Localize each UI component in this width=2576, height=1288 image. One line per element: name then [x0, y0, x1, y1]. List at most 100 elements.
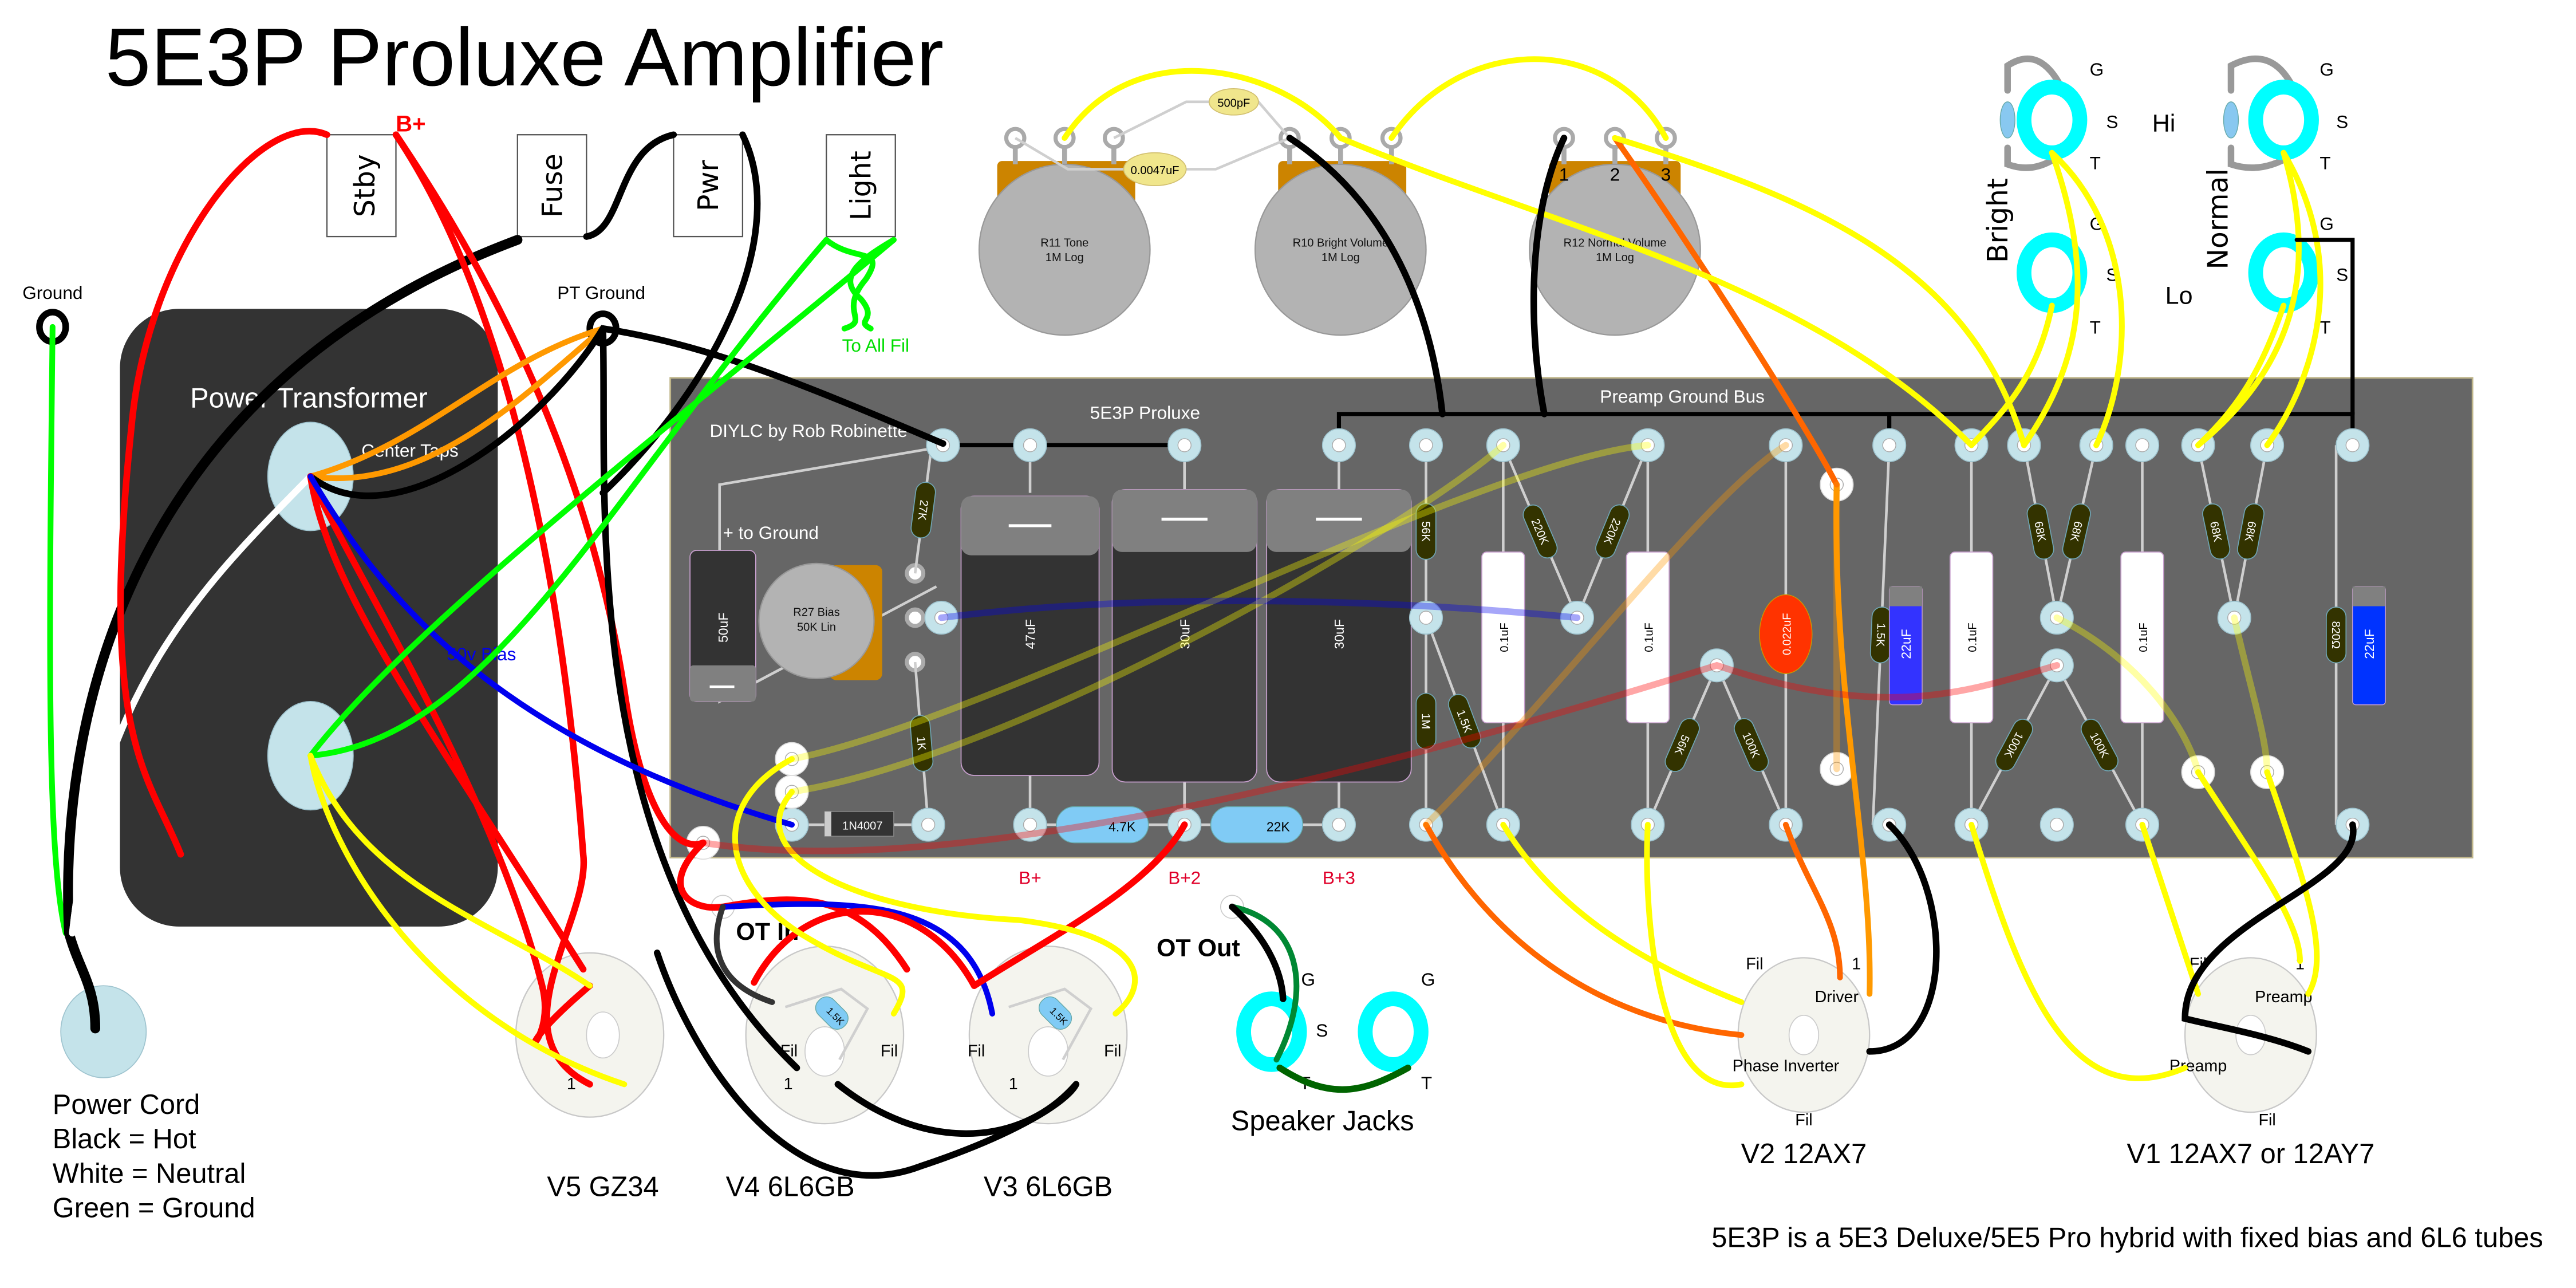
socket-v5-pin1: 1 — [567, 1075, 576, 1093]
power-switch-body[interactable] — [673, 134, 744, 238]
jack-lug-g: G — [2319, 59, 2334, 80]
bias-pot[interactable]: R27 Bias 50K Lin — [758, 562, 926, 680]
under-board-wire — [788, 442, 1651, 763]
grid-resistor-normal — [2223, 101, 2239, 139]
b-plus-2-node-label: B+2 — [1168, 867, 1201, 888]
fuse-holder[interactable]: Fuse — [516, 134, 587, 238]
jack-ring[interactable] — [2248, 232, 2319, 313]
pi-grid-wire — [1423, 822, 1745, 1038]
filter-cap-47uf: 47uF — [960, 445, 1100, 825]
under-board-wire — [700, 661, 2061, 854]
bias-pot-body[interactable] — [758, 562, 875, 679]
socket-v3[interactable]: Fil Fil 1 1.5K — [968, 946, 1128, 1125]
ground-bus-label: Preamp Ground Bus — [1600, 386, 1765, 407]
pilot-light[interactable]: Light — [826, 134, 896, 238]
lo-label: Lo — [2165, 282, 2193, 310]
bias-resistor-1k-value: 1K — [914, 736, 928, 751]
dropping-resistor-22k: 22K — [1184, 806, 1339, 844]
v1-plate-wire — [1969, 822, 2188, 1081]
jack-lug-t: T — [2090, 152, 2101, 173]
filter-cap-1-value: 47uF — [1023, 619, 1038, 649]
power-cord-grommet — [60, 985, 147, 1078]
pot-ground-wire — [1286, 135, 1446, 417]
tone-cap-0047uf-label: 0.0047uF — [1131, 164, 1179, 177]
jack-normal-lo[interactable]: G S T — [2248, 214, 2348, 338]
power-cord-legend: Power Cord Black = Hot White = Neutral G… — [53, 1089, 255, 1224]
socket-v4[interactable]: Fil Fil 1 1.5K — [745, 946, 905, 1125]
speaker-jack-1-ring[interactable] — [1236, 991, 1307, 1072]
filter-cap-30uf-a: 30uF — [1111, 445, 1257, 825]
power-switch-label: Pwr — [692, 160, 725, 211]
jack-lug-s: S — [2106, 112, 2118, 132]
pot-normal-body[interactable] — [1529, 163, 1701, 336]
under-board-wire — [2053, 614, 2202, 775]
pot-bright-value: 1M Log — [1321, 251, 1360, 264]
v2-plate-wire — [1644, 822, 1745, 1089]
filament-wire — [307, 237, 897, 759]
ht-wire — [307, 473, 593, 1045]
filter-cap-2-value: 30uF — [1177, 619, 1192, 649]
speaker-jacks-label: Speaker Jacks — [1231, 1106, 1414, 1137]
hv-wire-b-plus-board — [392, 131, 707, 848]
resistor-1-5k: 1.5K — [1425, 617, 1505, 825]
bias-note: + to Ground — [723, 522, 819, 543]
standby-switch[interactable]: Stby — [326, 134, 397, 238]
v1-cathode-resistor: 820Ω — [2326, 445, 2347, 825]
normal-label: Normal — [2202, 168, 2235, 269]
fuse-holder-body[interactable] — [516, 134, 587, 238]
resistor-56k: 56K — [1415, 445, 1437, 618]
socket-v2[interactable]: Fil 1 Driver Phase Inverter Fil — [1733, 955, 1871, 1129]
jack-lug-t: T — [1421, 1073, 1432, 1093]
input-wire — [2195, 149, 2302, 448]
socket-v2-phase-inverter-label: Phase Inverter — [1733, 1057, 1840, 1075]
grid-wire — [776, 789, 1138, 1017]
socket-v3-pin1: 1 — [1009, 1075, 1018, 1093]
pot-bright-volume[interactable]: R10 Bright Volume 1M Log — [1254, 127, 1427, 336]
bias-pot-lug-2 — [905, 607, 926, 628]
speaker-jack-2[interactable]: G T — [1358, 969, 1435, 1093]
dropping-resistor-4k7: 4.7K — [1030, 806, 1185, 844]
power-cord-line: Green = Ground — [53, 1193, 255, 1224]
socket-v1-fil-bottom: Fil — [2258, 1111, 2275, 1129]
jack-lug-g: G — [1421, 969, 1435, 990]
pot-tone[interactable]: R11 Tone 1M Log — [978, 127, 1151, 336]
jack-lug-g: G — [2319, 214, 2334, 234]
v2-cathode-resistor-value: 1.5K — [1873, 623, 1887, 648]
filament-wire — [307, 237, 830, 759]
v1-cathode-cap-value: 22uF — [2362, 629, 2377, 659]
power-switch[interactable]: Pwr — [673, 134, 744, 238]
standby-switch-body[interactable] — [326, 134, 397, 238]
bias-resistor-27k: 27K — [910, 446, 936, 574]
tube-v3-label: V3 6L6GB — [984, 1171, 1113, 1202]
v1-plate-resistor-d: 68K — [2232, 444, 2269, 619]
pot-bright-name: R10 Bright Volume — [1293, 237, 1388, 249]
pi-resistor-100k: 100K — [1715, 664, 1787, 825]
speaker-jack-2-ring[interactable] — [1358, 991, 1429, 1072]
ot-plate-wire — [713, 904, 775, 1005]
jack-ring[interactable] — [2248, 80, 2319, 160]
hot-wire — [63, 235, 523, 1034]
hv-wire-standby — [117, 128, 330, 858]
ground-label: Ground — [22, 282, 82, 303]
speaker-tip-link-wire — [1276, 1064, 1411, 1093]
b-plus-label: B+ — [396, 111, 425, 136]
bias-pot-name: R27 Bias — [793, 606, 839, 619]
power-transformer-body — [120, 309, 498, 927]
pot-bright-body[interactable] — [1254, 163, 1427, 336]
pi-cap-value: 0.022uF — [1781, 613, 1793, 655]
socket-v2-pin1: 1 — [1852, 955, 1861, 973]
pilot-light-body[interactable] — [826, 134, 896, 238]
socket-v4-fil-right: Fil — [881, 1042, 898, 1061]
bright-volume-wire — [1338, 135, 1975, 448]
resistor-1m-value: 1M — [1419, 713, 1431, 729]
center-tap-wire — [307, 325, 606, 479]
pot-tone-body[interactable] — [978, 163, 1151, 336]
jack-ring[interactable] — [2017, 80, 2088, 160]
speaker-ground-wire — [1229, 903, 1287, 1002]
under-board-wire — [1422, 442, 1789, 828]
jack-ring[interactable] — [2017, 232, 2088, 313]
driver-plate-wire — [1782, 822, 1843, 980]
hi-label: Hi — [2152, 109, 2176, 137]
input-ground-wire — [2294, 238, 2355, 416]
pot-normal-value: 1M Log — [1596, 251, 1634, 264]
